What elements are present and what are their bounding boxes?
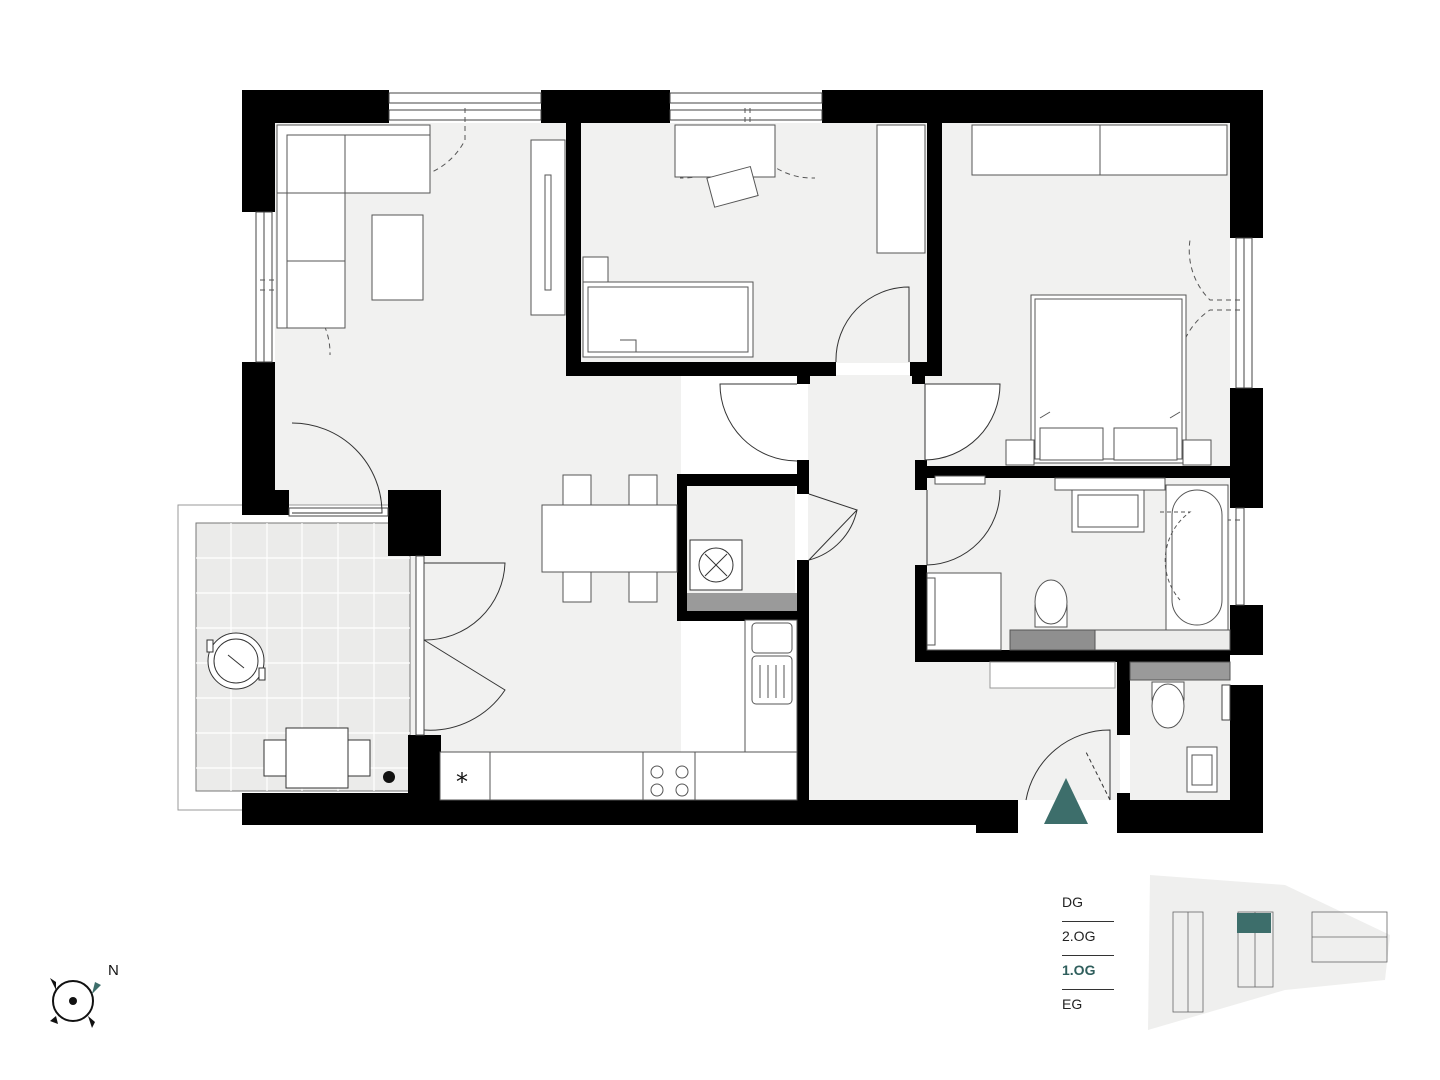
master-bedroom-furniture — [971, 124, 1228, 466]
desk — [674, 124, 776, 178]
wc — [1129, 661, 1231, 793]
coffee-table — [371, 214, 424, 301]
sink — [751, 622, 793, 654]
terrace-bench — [285, 727, 349, 789]
entrance-triangle-icon — [1044, 778, 1088, 824]
floor-selector: DG 2.OG 1.OG EG — [1062, 888, 1114, 1024]
floor-option-2og[interactable]: 2.OG — [1062, 922, 1114, 956]
minimap-highlight — [1237, 913, 1271, 933]
dining-table — [541, 504, 678, 573]
living-furniture — [276, 124, 678, 603]
doors — [291, 286, 1111, 801]
walls — [242, 90, 1263, 833]
compass-icon — [50, 978, 101, 1028]
bathroom — [926, 475, 1231, 689]
floor-option-1og[interactable]: 1.OG — [1062, 956, 1114, 990]
kitchen-mark: * — [456, 768, 468, 796]
wardrobe-child — [876, 124, 926, 254]
terrace — [177, 504, 411, 811]
site-minimap — [1148, 875, 1390, 1030]
washing-machine — [926, 572, 1002, 651]
floor-option-eg[interactable]: EG — [1062, 996, 1083, 1012]
storage-room — [687, 539, 797, 611]
kitchen — [439, 619, 798, 801]
floor-option-dg[interactable]: DG — [1062, 888, 1114, 922]
kitchen-counter — [439, 751, 798, 801]
compass-north-label: N — [108, 962, 119, 979]
child-bedroom-furniture — [582, 124, 926, 358]
windows — [255, 92, 1253, 736]
